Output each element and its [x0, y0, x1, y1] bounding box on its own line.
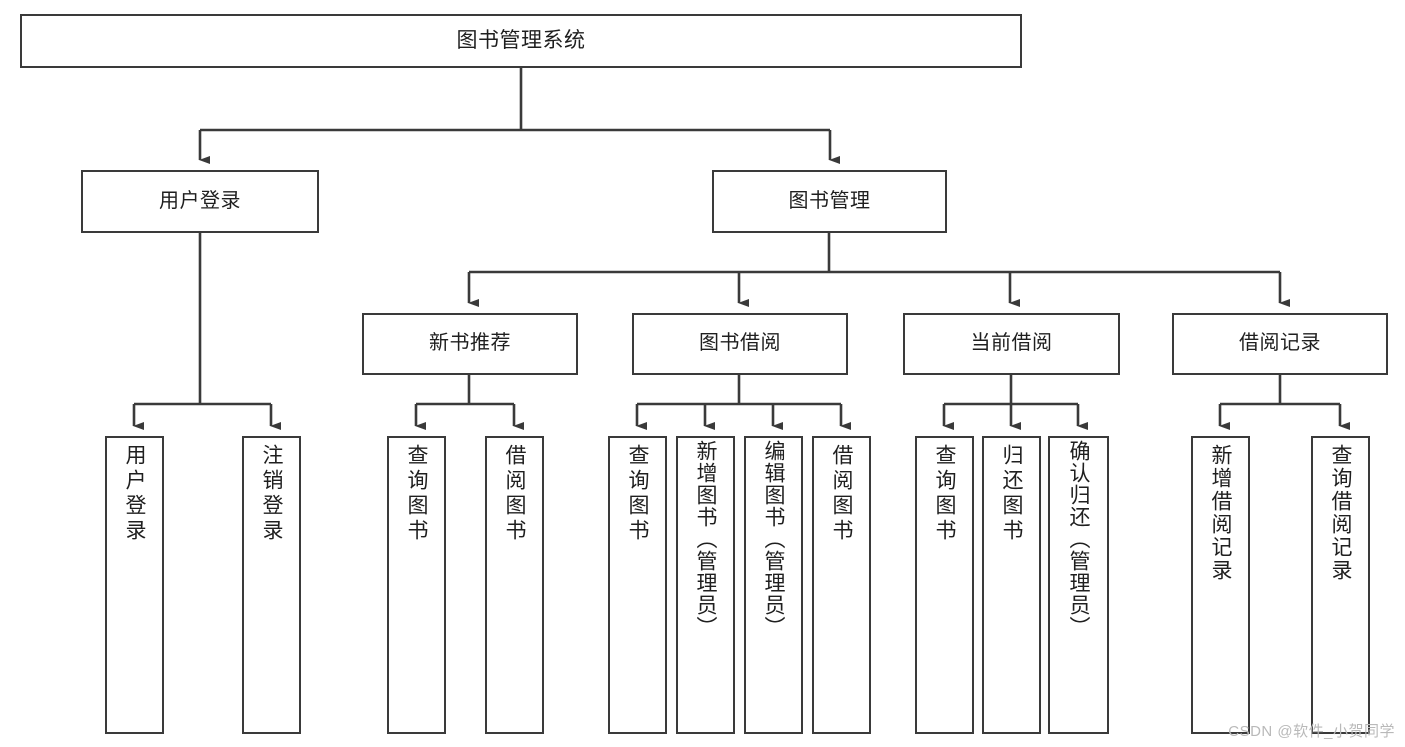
node-leaf-edit-book[interactable]: 编辑图书（管理员） [744, 436, 803, 734]
node-leaf-return-book[interactable]: 归还图书 [982, 436, 1041, 734]
node-leaf-user-logout-label: 注销登录 [260, 444, 283, 544]
node-leaf-confirm-return-label: 确认归还（管理员） [1067, 440, 1090, 638]
node-leaf-query-book-3[interactable]: 查询图书 [915, 436, 974, 734]
node-leaf-add-record-label: 新增借阅记录 [1209, 444, 1232, 582]
node-leaf-query-book-1[interactable]: 查询图书 [387, 436, 446, 734]
node-leaf-query-book-2-label: 查询图书 [626, 444, 649, 544]
node-book-borrow[interactable]: 图书借阅 [632, 313, 848, 375]
node-leaf-query-record-label: 查询借阅记录 [1329, 444, 1352, 582]
node-leaf-user-login-label: 用户登录 [123, 444, 146, 544]
node-book-manage-label: 图书管理 [788, 189, 871, 212]
node-leaf-add-book-label: 新增图书（管理员） [694, 440, 717, 638]
node-user-login[interactable]: 用户登录 [81, 170, 319, 233]
node-leaf-borrow-book-1-label: 借阅图书 [503, 444, 526, 544]
node-root-label: 图书管理系统 [456, 28, 586, 52]
node-leaf-return-book-label: 归还图书 [1000, 444, 1023, 544]
node-user-login-label: 用户登录 [159, 189, 241, 212]
node-borrow-record[interactable]: 借阅记录 [1172, 313, 1388, 375]
node-leaf-borrow-book-1[interactable]: 借阅图书 [485, 436, 544, 734]
node-book-borrow-label: 图书借阅 [699, 332, 781, 355]
node-borrow-record-label: 借阅记录 [1239, 332, 1321, 355]
node-book-manage[interactable]: 图书管理 [712, 170, 947, 233]
node-current-borrow[interactable]: 当前借阅 [903, 313, 1120, 375]
node-leaf-query-book-3-label: 查询图书 [933, 444, 956, 544]
node-leaf-query-record[interactable]: 查询借阅记录 [1311, 436, 1370, 734]
node-leaf-add-record[interactable]: 新增借阅记录 [1191, 436, 1250, 734]
csdn-watermark: CSDN @软件_小贺同学 [1228, 723, 1395, 740]
node-root[interactable]: 图书管理系统 [20, 14, 1022, 68]
node-new-book-recommend-label: 新书推荐 [429, 332, 511, 355]
node-leaf-query-book-1-label: 查询图书 [405, 444, 428, 544]
node-leaf-borrow-book-2[interactable]: 借阅图书 [812, 436, 871, 734]
node-leaf-add-book[interactable]: 新增图书（管理员） [676, 436, 735, 734]
node-leaf-confirm-return[interactable]: 确认归还（管理员） [1048, 436, 1109, 734]
node-leaf-user-logout[interactable]: 注销登录 [242, 436, 301, 734]
node-leaf-edit-book-label: 编辑图书（管理员） [762, 440, 785, 638]
node-leaf-user-login[interactable]: 用户登录 [105, 436, 164, 734]
node-current-borrow-label: 当前借阅 [970, 332, 1053, 355]
node-leaf-borrow-book-2-label: 借阅图书 [830, 444, 853, 544]
node-leaf-query-book-2[interactable]: 查询图书 [608, 436, 667, 734]
node-new-book-recommend[interactable]: 新书推荐 [362, 313, 578, 375]
